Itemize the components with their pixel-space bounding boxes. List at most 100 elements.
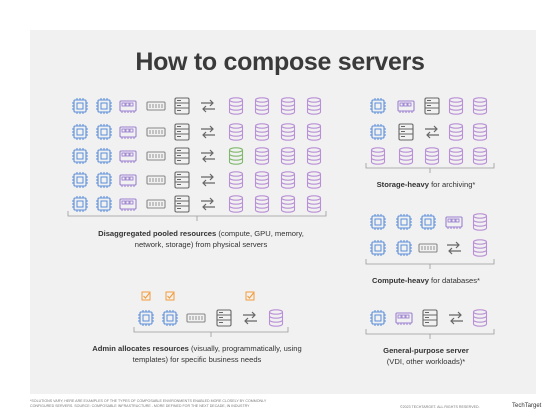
cpu-icon <box>395 213 413 231</box>
gpu-icon <box>119 126 137 140</box>
network-icon <box>424 125 440 139</box>
storage-icon <box>280 97 296 115</box>
caption-compute-heavy-rest: for databases* <box>428 276 481 285</box>
storage-icon <box>306 97 322 115</box>
group-bracket <box>365 163 495 173</box>
caption-admin-rest: (visually, programmatically, using templ… <box>132 344 302 364</box>
cpu-icon <box>95 123 113 141</box>
storage-icon <box>280 147 296 165</box>
storage-icon <box>370 147 386 165</box>
gpu-icon <box>119 198 137 212</box>
cpu-icon <box>369 213 387 231</box>
storage-icon <box>448 97 464 115</box>
storage-icon <box>424 147 440 165</box>
storage-icon <box>472 147 488 165</box>
group-bracket <box>365 259 495 269</box>
caption-admin: Admin allocates resources (visually, pro… <box>84 343 310 365</box>
storage-icon <box>228 147 244 165</box>
server-icon <box>398 123 414 141</box>
footer-note: *Solutions vary; here are examples of th… <box>30 399 267 408</box>
storage-icon <box>228 171 244 189</box>
storage-icon <box>280 195 296 213</box>
cpu-icon <box>137 309 155 327</box>
memory-icon <box>146 127 166 137</box>
cpu-icon <box>71 147 89 165</box>
group-bracket <box>67 211 327 221</box>
check-icon <box>245 291 255 301</box>
storage-icon <box>254 147 270 165</box>
caption-storage-heavy: Storage-heavy for archiving* <box>356 179 496 190</box>
server-icon <box>174 147 190 165</box>
memory-icon <box>146 101 166 111</box>
gpu-icon <box>397 100 415 114</box>
storage-icon <box>228 195 244 213</box>
cpu-icon <box>95 97 113 115</box>
storage-icon <box>472 97 488 115</box>
cpu-icon <box>369 97 387 115</box>
server-icon <box>174 195 190 213</box>
cpu-icon <box>71 171 89 189</box>
storage-icon <box>472 239 488 257</box>
network-icon <box>200 149 216 163</box>
caption-disaggregated: Disaggregated pooled resources (compute,… <box>86 228 316 250</box>
storage-icon <box>254 123 270 141</box>
caption-compute-heavy-bold: Compute-heavy <box>371 276 429 285</box>
gpu-icon <box>119 100 137 114</box>
cpu-icon <box>95 147 113 165</box>
caption-general-purpose-bold: General-purpose server <box>383 346 469 355</box>
techtarget-logo: TechTarget <box>512 403 542 409</box>
caption-admin-bold: Admin allocates resources <box>92 344 189 353</box>
gpu-icon <box>119 150 137 164</box>
storage-icon <box>306 195 322 213</box>
memory-icon <box>418 243 438 253</box>
caption-general-purpose-rest: (VDI, other workloads)* <box>386 357 466 366</box>
caption-disaggregated-bold: Disaggregated pooled resources <box>98 229 217 238</box>
group-bracket <box>133 327 289 337</box>
gpu-icon <box>445 216 463 230</box>
cpu-icon <box>71 97 89 115</box>
caption-disaggregated-rest: (compute, GPU, memory, network, storage)… <box>134 229 304 249</box>
network-icon <box>200 99 216 113</box>
storage-icon <box>268 309 284 327</box>
server-icon <box>174 171 190 189</box>
server-icon <box>422 309 438 327</box>
cpu-icon <box>95 195 113 213</box>
cpu-icon <box>71 195 89 213</box>
cpu-icon <box>419 213 437 231</box>
storage-icon <box>228 97 244 115</box>
storage-icon <box>306 171 322 189</box>
network-icon <box>448 311 464 325</box>
storage-icon <box>280 123 296 141</box>
memory-icon <box>146 151 166 161</box>
server-icon <box>424 97 440 115</box>
check-icon <box>141 291 151 301</box>
page-title: How to compose servers <box>135 48 425 76</box>
cpu-icon <box>395 239 413 257</box>
group-bracket <box>365 329 495 339</box>
storage-icon <box>472 123 488 141</box>
server-icon <box>216 309 232 327</box>
cpu-icon <box>95 171 113 189</box>
check-icon <box>165 291 175 301</box>
cpu-icon <box>71 123 89 141</box>
storage-icon <box>306 123 322 141</box>
storage-icon <box>254 171 270 189</box>
storage-icon <box>228 123 244 141</box>
network-icon <box>446 241 462 255</box>
storage-icon <box>254 97 270 115</box>
storage-icon <box>448 123 464 141</box>
storage-icon <box>306 147 322 165</box>
cpu-icon <box>161 309 179 327</box>
network-icon <box>200 173 216 187</box>
server-icon <box>174 123 190 141</box>
storage-icon <box>398 147 414 165</box>
cpu-icon <box>369 123 387 141</box>
network-icon <box>242 311 258 325</box>
memory-icon <box>186 313 206 323</box>
caption-storage-heavy-rest: for archiving* <box>428 180 476 189</box>
caption-compute-heavy: Compute-heavy for databases* <box>356 275 496 286</box>
network-icon <box>200 125 216 139</box>
copyright-text: ©2023 TechTarget. All rights reserved. <box>400 405 480 409</box>
storage-icon <box>472 213 488 231</box>
storage-icon <box>254 195 270 213</box>
